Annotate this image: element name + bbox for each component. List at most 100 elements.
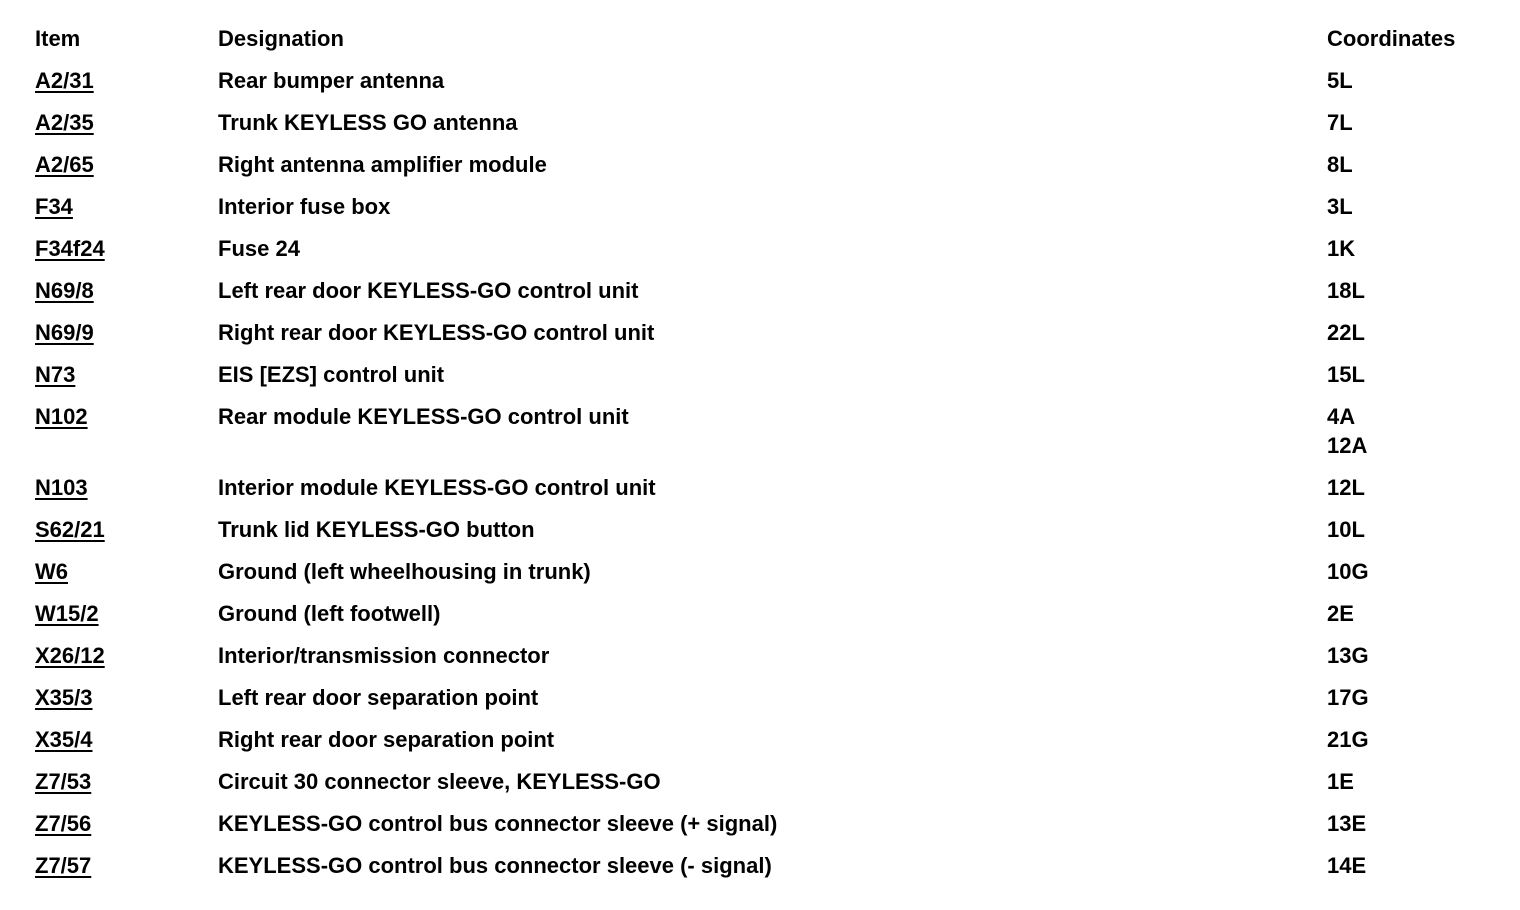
item-link[interactable]: Z7/53 [35,769,92,794]
coordinates-cell: 2E [1327,599,1520,628]
item-link[interactable]: X35/4 [35,727,93,752]
designation-text: Left rear door separation point [218,685,539,710]
designation-text: Trunk lid KEYLESS-GO button [218,517,535,542]
coordinates-cell: 8L [1327,150,1520,179]
coordinate-text: 15L [1327,362,1365,387]
coordinates-cell: 21G [1327,725,1520,754]
designation-text: Right rear door separation point [218,727,555,752]
table-row: N69/9 Right rear door KEYLESS-GO control… [35,318,1520,347]
coordinate-text: 2E [1327,601,1354,626]
item-link[interactable]: X35/3 [35,685,93,710]
designation-text: Ground (left wheelhousing in trunk) [218,559,591,584]
component-legend-table: Item Designation Coordinates A2/31 Rear … [35,24,1520,880]
coordinates-column-header: Coordinates [1327,26,1456,51]
item-cell: X26/12 [35,641,218,670]
item-link[interactable]: N102 [35,404,88,429]
item-link[interactable]: F34f24 [35,236,105,261]
coordinates-cell: 12L [1327,473,1520,502]
item-column-header: Item [35,26,81,51]
designation-text: Trunk KEYLESS GO antenna [218,110,518,135]
item-link[interactable]: X26/12 [35,643,105,668]
item-link[interactable]: N73 [35,362,76,387]
designation-text: Fuse 24 [218,236,300,261]
item-link[interactable]: W15/2 [35,601,99,626]
item-link[interactable]: F34 [35,194,73,219]
coordinates-cell: 5L [1327,66,1520,95]
table-row: X35/4 Right rear door separation point 2… [35,725,1520,754]
item-cell: N69/9 [35,318,218,347]
item-link[interactable]: N69/9 [35,320,94,345]
table-row: Z7/53 Circuit 30 connector sleeve, KEYLE… [35,767,1520,796]
item-link[interactable]: Z7/56 [35,811,92,836]
coordinates-cell: 18L [1327,276,1520,305]
coordinate-text: 12L [1327,475,1365,500]
designation-text: Rear module KEYLESS-GO control unit [218,404,629,429]
item-link[interactable]: Z7/57 [35,853,92,878]
table-row: Z7/57 KEYLESS-GO control bus connector s… [35,851,1520,880]
coordinate-text: 22L [1327,320,1365,345]
table-row: F34 Interior fuse box 3L [35,192,1520,221]
table-header-row: Item Designation Coordinates [35,24,1520,53]
table-row: A2/35 Trunk KEYLESS GO antenna 7L [35,108,1520,137]
table-row: X26/12 Interior/transmission connector 1… [35,641,1520,670]
designation-text: Interior/transmission connector [218,643,550,668]
table-row: A2/31 Rear bumper antenna 5L [35,66,1520,95]
coordinates-cell: 13E [1327,809,1520,838]
item-cell: F34f24 [35,234,218,263]
item-cell: X35/3 [35,683,218,712]
coordinate-text: 13E [1327,811,1367,836]
item-link[interactable]: S62/21 [35,517,105,542]
coordinates-cell: 22L [1327,318,1520,347]
item-link[interactable]: N69/8 [35,278,94,303]
item-cell: S62/21 [35,515,218,544]
table-row: N102 Rear module KEYLESS-GO control unit… [35,402,1520,460]
designation-text: Ground (left footwell) [218,601,441,626]
coordinate-text: 7L [1327,110,1353,135]
coordinate-text: 13G [1327,643,1369,668]
coordinates-cell: 3L [1327,192,1520,221]
table-row: N69/8 Left rear door KEYLESS-GO control … [35,276,1520,305]
item-cell: Z7/56 [35,809,218,838]
coordinate-text: 18L [1327,278,1365,303]
designation-text: Right rear door KEYLESS-GO control unit [218,320,655,345]
coordinate-text: 8L [1327,152,1353,177]
designation-text: Circuit 30 connector sleeve, KEYLESS-GO [218,769,661,794]
item-cell: Z7/53 [35,767,218,796]
coordinate-text: 14E [1327,853,1367,878]
table-row: F34f24 Fuse 24 1K [35,234,1520,263]
item-link[interactable]: A2/65 [35,152,94,177]
table-row: W6 Ground (left wheelhousing in trunk) 1… [35,557,1520,586]
coordinate-text: 12A [1327,433,1368,458]
designation-text: Interior fuse box [218,194,391,219]
table-row: Z7/56 KEYLESS-GO control bus connector s… [35,809,1520,838]
designation-text: KEYLESS-GO control bus connector sleeve … [218,853,772,878]
item-cell: Z7/57 [35,851,218,880]
coordinate-text: 1E [1327,769,1354,794]
table-row: X35/3 Left rear door separation point 17… [35,683,1520,712]
coordinates-cell: 1E [1327,767,1520,796]
table-row: A2/65 Right antenna amplifier module 8L [35,150,1520,179]
item-link[interactable]: A2/31 [35,68,94,93]
coordinates-cell: 14E [1327,851,1520,880]
item-link[interactable]: N103 [35,475,88,500]
coordinate-text: 5L [1327,68,1353,93]
table-row: N73 EIS [EZS] control unit 15L [35,360,1520,389]
coordinate-text: 21G [1327,727,1369,752]
item-link[interactable]: A2/35 [35,110,94,135]
table-row: W15/2 Ground (left footwell) 2E [35,599,1520,628]
designation-text: EIS [EZS] control unit [218,362,445,387]
item-cell: W15/2 [35,599,218,628]
item-cell: X35/4 [35,725,218,754]
coordinate-text: 17G [1327,685,1369,710]
item-cell: N73 [35,360,218,389]
coordinates-cell: 13G [1327,641,1520,670]
coordinate-text: 3L [1327,194,1353,219]
coordinates-cell: 15L [1327,360,1520,389]
designation-column-header: Designation [218,26,344,51]
item-link[interactable]: W6 [35,559,68,584]
item-cell: N103 [35,473,218,502]
coordinates-cell: 17G [1327,683,1520,712]
item-cell: A2/31 [35,66,218,95]
item-cell: N69/8 [35,276,218,305]
